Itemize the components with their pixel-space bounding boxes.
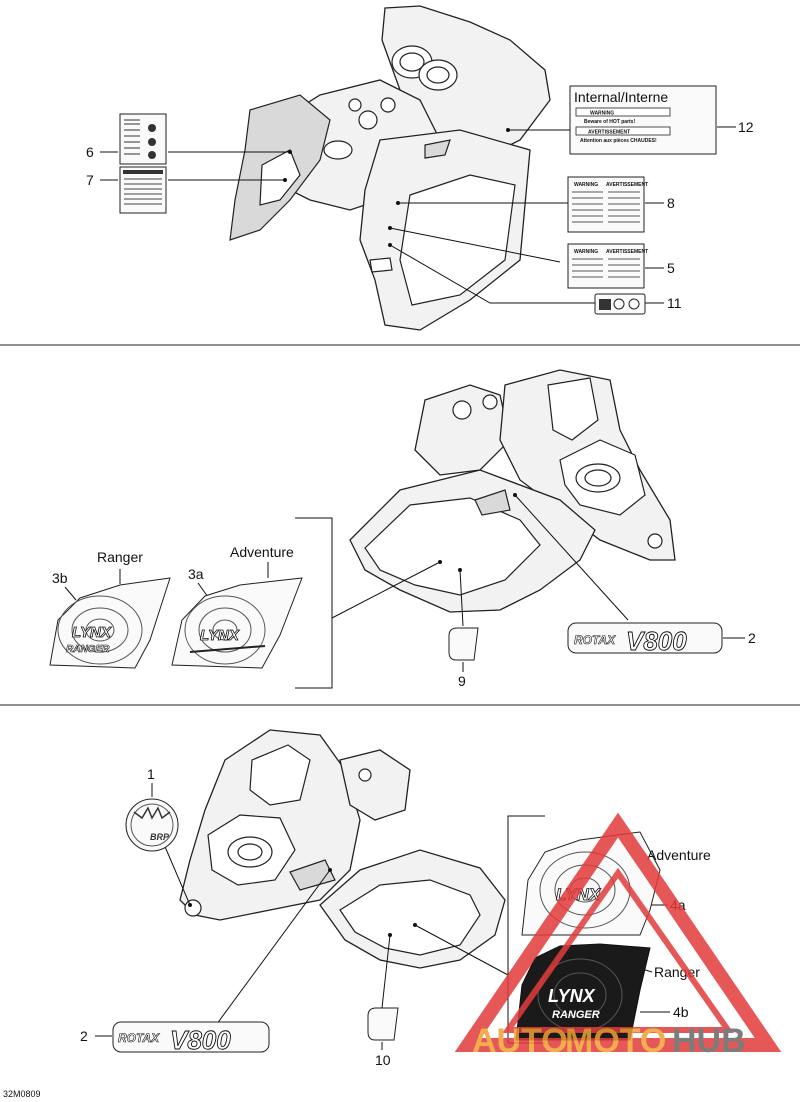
rotax-logo-middle: ROTAX	[574, 633, 616, 647]
callout-2-bottom: 2	[80, 1028, 88, 1044]
watermark-text-hub: HUB	[672, 1022, 746, 1060]
v800-logo-middle: V800	[626, 626, 687, 656]
callout-11: 11	[667, 295, 682, 311]
decal12-attention-text: Attention aux pièces CHAUDES!	[580, 138, 657, 144]
decal5-avertissement-text: AVERTISSEMENT	[606, 249, 648, 255]
hood-illustration-top	[229, 5, 551, 331]
callout-8: 8	[667, 195, 675, 211]
decal-7	[119, 166, 167, 214]
ranger-logo-4b: RANGER	[552, 1009, 600, 1021]
decal-3b-ranger: LYNX RANGER	[49, 577, 171, 669]
decal12-avertissement-text: AVERTISSEMENT	[588, 130, 630, 136]
callout-6: 6	[86, 144, 94, 160]
decal-3a-adventure: LYNX	[171, 577, 303, 669]
v800-logo-bottom: V800	[170, 1025, 231, 1055]
callout-9: 9	[458, 673, 466, 689]
callout-1: 1	[147, 766, 155, 782]
decal-group-bracket	[295, 517, 333, 689]
decal-1-brp-emblem: BRP	[125, 798, 179, 852]
lynx-logo-3a: LYNX	[200, 627, 240, 644]
decal-2-rotax-v800-middle: ROTAX V800	[567, 622, 723, 656]
decal-12: Internal/Interne WARNING Beware of HOT p…	[569, 85, 717, 155]
decal-2-rotax-v800-bottom: ROTAX V800	[112, 1021, 270, 1055]
figure-code: 32M0809	[3, 1089, 41, 1099]
decal-11	[594, 293, 646, 315]
callout-4b: 4b	[673, 1004, 689, 1020]
decal-10	[367, 1007, 399, 1041]
decal-9	[448, 627, 479, 661]
callout-12: 12	[738, 119, 754, 135]
decal12-beware-text: Beware of HOT parts!	[584, 119, 635, 125]
watermark-text-moto: MOTO	[565, 1022, 666, 1060]
callout-5: 5	[667, 260, 675, 276]
ranger-label-top: Ranger	[97, 549, 143, 565]
lynx-logo-3b: LYNX	[72, 624, 112, 641]
decal-5: WARNING AVERTISSEMENT	[567, 243, 648, 289]
decal5-warning-text: WARNING	[574, 249, 598, 255]
callout-3b: 3b	[52, 570, 68, 586]
hood-illustration-bottom	[179, 729, 506, 969]
ranger-logo-3b: RANGER	[66, 644, 110, 655]
decal8-avertissement-text: AVERTISSEMENT	[606, 182, 648, 188]
brp-logo: BRP	[150, 832, 170, 842]
callout-2-middle: 2	[748, 630, 756, 646]
automotohub-watermark: AUTO MOTO HUB	[454, 812, 782, 1060]
adventure-label-top: Adventure	[230, 544, 294, 560]
leader-lines-middle	[64, 493, 745, 672]
hood-illustration-middle	[349, 369, 676, 613]
decal12-warning-text: WARNING	[590, 111, 614, 117]
decal-6	[119, 113, 167, 165]
callout-3a: 3a	[188, 566, 204, 582]
callout-10: 10	[375, 1052, 391, 1068]
decal8-warning-text: WARNING	[574, 182, 598, 188]
decal-8: WARNING AVERTISSEMENT	[567, 176, 648, 233]
adventure-label-bottom: Adventure	[647, 847, 711, 863]
leader-lines-top	[100, 126, 736, 304]
watermark-text-auto: AUTO	[472, 1022, 568, 1060]
lynx-logo-4b: LYNX	[548, 986, 596, 1006]
callout-7: 7	[86, 172, 94, 188]
internal-label: Internal/Interne	[574, 89, 668, 105]
rotax-logo-bottom: ROTAX	[118, 1031, 160, 1045]
